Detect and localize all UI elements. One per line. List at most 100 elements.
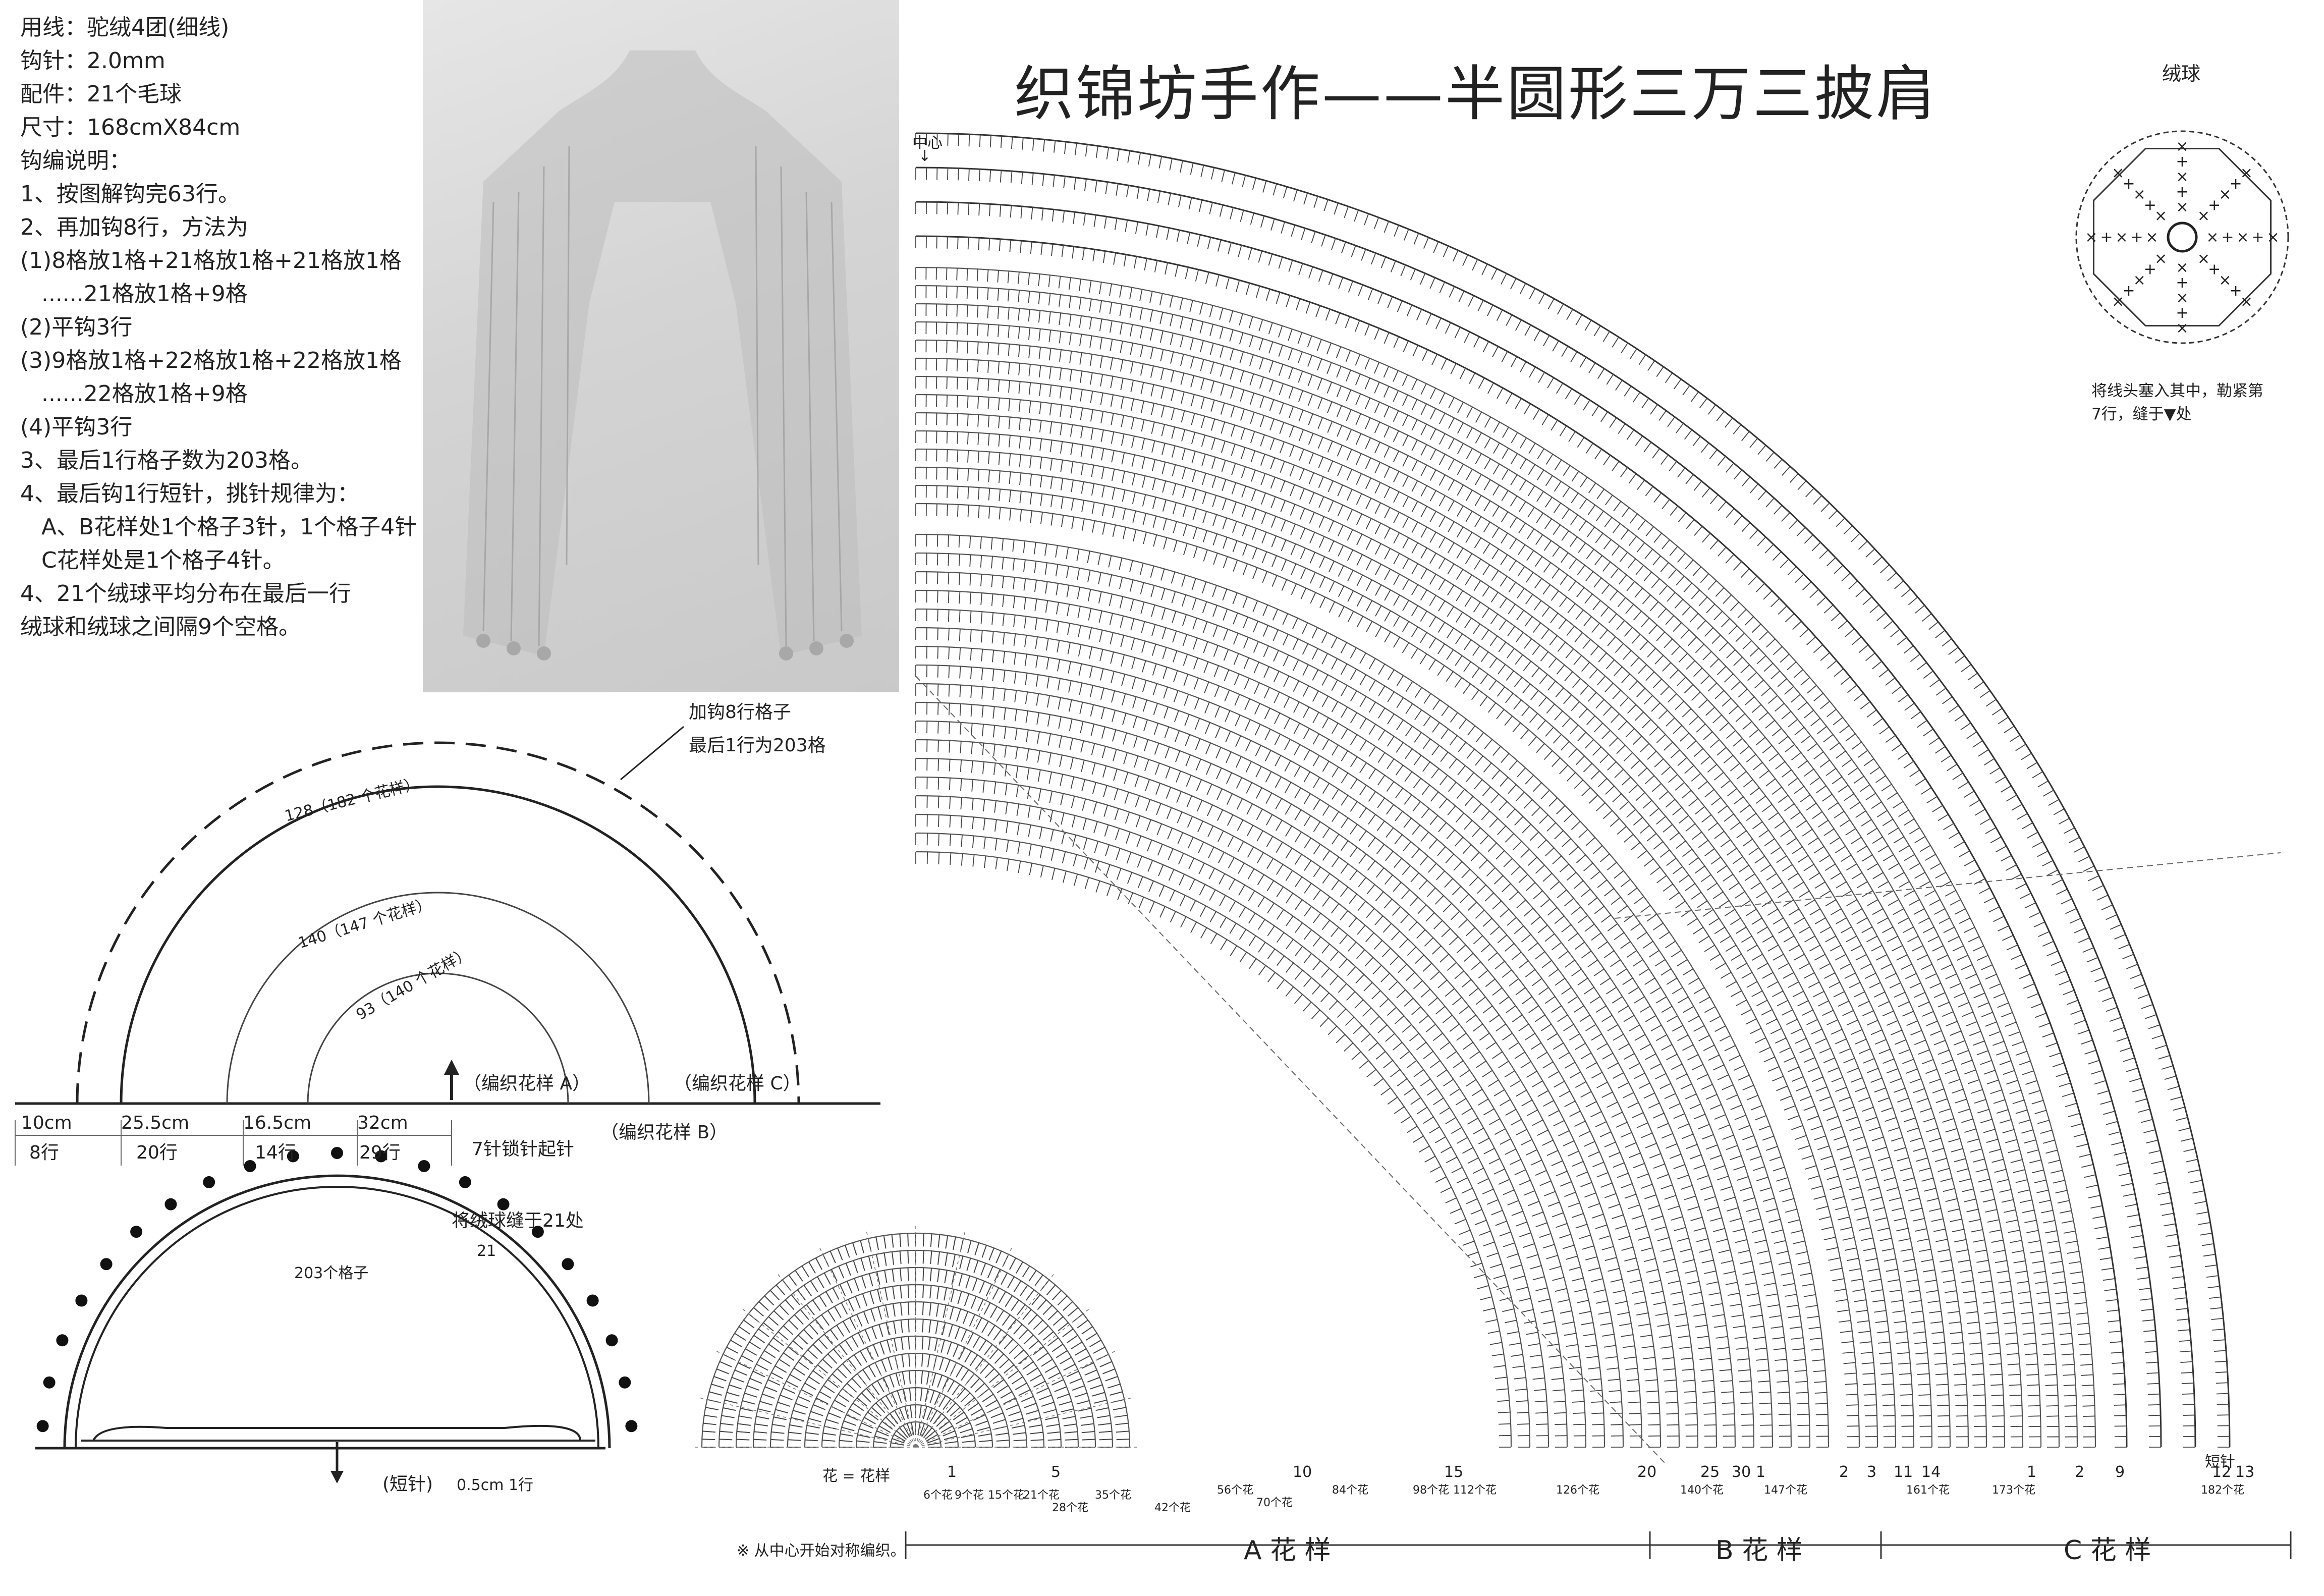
stitch xyxy=(1062,1416,1076,1419)
stitch xyxy=(1521,1309,1534,1313)
stitch xyxy=(1611,713,1620,723)
stitch xyxy=(1222,588,1228,601)
stitch xyxy=(1373,940,1383,950)
stitch xyxy=(2026,1373,2039,1376)
stitch xyxy=(837,1368,847,1379)
stitch xyxy=(1822,794,1833,802)
stitch xyxy=(925,1389,929,1402)
stitch xyxy=(877,1380,884,1393)
stitch xyxy=(1100,411,1104,424)
stitch xyxy=(1523,799,1533,809)
stitch xyxy=(1568,748,1577,758)
stitch xyxy=(940,1425,953,1433)
stitch xyxy=(1866,828,1877,836)
stitch xyxy=(1535,1222,1547,1228)
stitch xyxy=(1580,1052,1592,1060)
stitch xyxy=(2051,1170,2063,1174)
stitch xyxy=(1509,560,1517,571)
stitch xyxy=(1152,683,1157,695)
stitch xyxy=(1269,399,1275,411)
stitch xyxy=(1752,624,1761,633)
stitch xyxy=(1192,470,1196,482)
stitch xyxy=(1661,1044,1673,1051)
stitch xyxy=(1536,513,1543,524)
stitch xyxy=(1183,543,1188,556)
stitch xyxy=(1179,298,1183,310)
stitch xyxy=(1558,619,1567,630)
stitch xyxy=(1998,1281,2011,1284)
stitch xyxy=(1285,893,1293,904)
stitch xyxy=(1466,1251,1479,1257)
stitch xyxy=(2018,1189,2030,1193)
stitch xyxy=(1176,771,1181,783)
stitch xyxy=(1564,1100,1576,1108)
stitch xyxy=(1337,1008,1347,1018)
stitch xyxy=(828,1412,841,1418)
stitch xyxy=(1350,779,1358,790)
stitch xyxy=(1636,931,1647,940)
stitch xyxy=(1812,1359,1824,1361)
stitch xyxy=(1880,963,1892,970)
stitch xyxy=(1570,514,1578,525)
stitch xyxy=(1815,1414,1828,1415)
stitch xyxy=(1356,473,1362,485)
stitch xyxy=(1533,600,1542,611)
stitch xyxy=(846,1281,853,1294)
stitch xyxy=(934,1392,940,1405)
stitch xyxy=(950,852,952,865)
arc-93 xyxy=(307,972,569,1104)
stitch xyxy=(739,1326,750,1335)
stitch xyxy=(1785,1294,1797,1297)
stitch xyxy=(1154,743,1159,755)
stitch xyxy=(991,575,993,587)
stitch xyxy=(1870,1077,1883,1083)
stitch xyxy=(980,574,982,586)
stitch xyxy=(937,1234,940,1248)
stitch xyxy=(1973,993,1985,999)
stitch xyxy=(1114,788,1119,801)
stitch xyxy=(1635,565,1644,575)
stitch xyxy=(1845,1383,1857,1385)
stitch xyxy=(1851,908,1863,915)
stitch xyxy=(2011,1250,2024,1253)
stitch xyxy=(934,1338,938,1351)
stitch xyxy=(988,506,990,519)
stitch xyxy=(926,1434,938,1442)
stitch xyxy=(1767,695,1778,704)
stitch xyxy=(906,1423,912,1436)
stitch xyxy=(1779,1047,1791,1054)
stitch xyxy=(1680,629,1690,639)
stitch xyxy=(1055,545,1058,558)
stitch xyxy=(788,1275,797,1286)
stitch xyxy=(1142,513,1147,525)
stitch xyxy=(1732,1228,1745,1233)
stitch xyxy=(958,535,960,548)
stitch xyxy=(841,1302,848,1315)
stitch xyxy=(1816,1424,1829,1426)
pompom-dot xyxy=(75,1294,88,1307)
stitch xyxy=(1420,527,1427,538)
stitch xyxy=(1327,501,1334,512)
stitch xyxy=(1120,635,1125,647)
stitch xyxy=(1321,674,1329,686)
stitch xyxy=(1997,1179,2009,1183)
stitch xyxy=(1744,873,1755,882)
stitch xyxy=(1835,1038,1847,1044)
stitch xyxy=(1317,358,1322,370)
stitch xyxy=(1791,752,1801,760)
stitch xyxy=(1249,354,1254,367)
stitch xyxy=(1365,477,1371,489)
stitch xyxy=(1785,1208,1797,1213)
stitch xyxy=(1613,1162,1625,1168)
stitch xyxy=(1521,1099,1533,1107)
stitch xyxy=(1485,1042,1497,1050)
stitch xyxy=(1497,1286,1509,1290)
stitch xyxy=(1814,882,1825,889)
stitch xyxy=(1600,914,1612,923)
stitch xyxy=(1916,1098,1928,1103)
stitch xyxy=(1940,880,1951,888)
stitch xyxy=(1893,908,1904,915)
stitch xyxy=(1596,1300,1608,1304)
stitch xyxy=(1941,1270,1954,1273)
stitch xyxy=(1368,814,1376,824)
